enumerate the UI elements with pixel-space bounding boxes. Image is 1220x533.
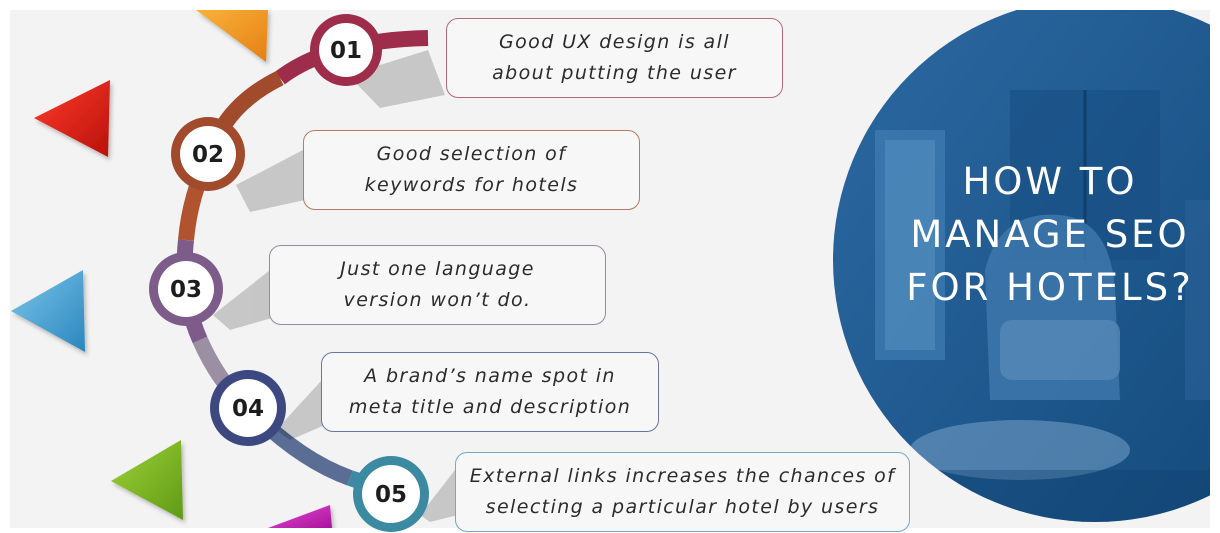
green-triangle-icon	[111, 440, 183, 520]
step-2-box: Good selection of keywords for hotels	[303, 130, 640, 210]
step-1-box: Good UX design is all about putting the …	[446, 18, 783, 98]
step-4-marker: 04	[210, 370, 286, 446]
step-5-marker: 05	[353, 456, 429, 532]
hotel-room-photo	[833, 10, 1210, 522]
step-2-text: Good selection of keywords for hotels	[364, 143, 579, 196]
step-1-text: Good UX design is all about putting the …	[492, 31, 737, 84]
blue-triangle-icon	[11, 270, 85, 352]
magenta-triangle-icon	[268, 505, 332, 528]
title-line-3: FOR HOTELS?	[906, 266, 1194, 309]
step-4-box: A brand’s name spot in meta title and de…	[321, 352, 659, 432]
page-title: HOW TO MANAGE SEO FOR HOTELS?	[895, 155, 1205, 314]
step-2-number: 02	[192, 142, 224, 168]
step-4-text: A brand’s name spot in meta title and de…	[348, 365, 632, 418]
step-5-box: External links increases the chances of …	[455, 452, 910, 532]
step-3-number: 03	[170, 277, 202, 303]
step-5-text: External links increases the chances of …	[469, 465, 896, 518]
title-line-2: MANAGE SEO	[910, 213, 1190, 256]
step-4-number: 04	[232, 396, 264, 422]
step-1-marker: 01	[310, 14, 382, 86]
red-triangle-icon	[34, 80, 110, 157]
step-1-number: 01	[330, 38, 362, 64]
orange-triangle-icon	[196, 10, 268, 62]
step-3-marker: 03	[149, 252, 223, 326]
step-3-text: Just one language version won’t do.	[340, 258, 535, 311]
title-line-1: HOW TO	[962, 160, 1138, 203]
step-3-box: Just one language version won’t do.	[269, 245, 606, 325]
step-2-marker: 02	[171, 117, 245, 191]
step-5-number: 05	[375, 482, 407, 508]
